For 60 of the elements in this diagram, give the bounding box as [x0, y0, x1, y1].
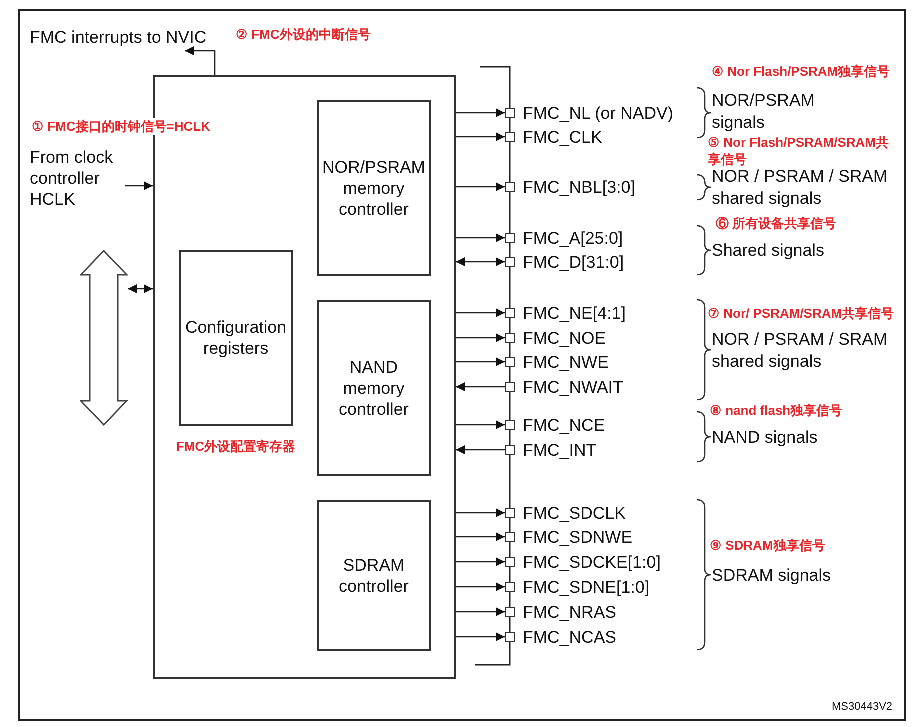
- pin-name: FMC_D[31:0]: [523, 252, 624, 272]
- group-label: NOR / PSRAM / SRAM shared signals: [712, 329, 889, 373]
- pin-name: FMC_NCAS: [523, 626, 617, 648]
- pin-name: FMC_SDNE[1:0]: [523, 576, 650, 598]
- controller-box: NOR/PSRAM memory controller: [317, 100, 431, 276]
- pin-name: FMC_SDNWE: [523, 526, 633, 548]
- group-label: NAND signals: [712, 427, 819, 449]
- arrow: [456, 420, 505, 430]
- group-label: Shared signals: [712, 240, 826, 262]
- arrow: [456, 182, 505, 192]
- annotation-note: FMC外设配置寄存器: [175, 438, 297, 455]
- pin-name: FMC_NL (or NADV): [523, 102, 674, 124]
- pin-name: FMC_SDCLK: [523, 502, 626, 524]
- annotation-note: ⑤ Nor Flash/PSRAM/SRAM共享信号: [708, 134, 890, 168]
- annotation-note: ⑦ Nor/ PSRAM/SRAM共享信号: [708, 305, 896, 322]
- arrow: [456, 608, 505, 616]
- figure-code: MS30443V2: [832, 700, 894, 714]
- arrow: [456, 132, 505, 142]
- arrow: [456, 108, 505, 118]
- peripheral-block: [153, 75, 456, 679]
- arrow: [456, 382, 505, 392]
- arrow: [456, 532, 505, 542]
- annotation-note: ⑥ 所有设备共享信号: [716, 215, 838, 232]
- pin-name: FMC_NWAIT: [523, 376, 624, 398]
- arrow: [128, 284, 153, 294]
- pin-name: FMC_NRAS: [523, 602, 617, 622]
- arrow: [185, 46, 216, 75]
- pin-name: FMC_NCE: [523, 414, 606, 436]
- pin-name: FMC_INT: [523, 440, 597, 460]
- arrow: [456, 558, 505, 566]
- controller-box: Configuration registers: [179, 250, 293, 426]
- pin-name: FMC_NBL[3:0]: [523, 176, 636, 198]
- annotation-note: ⑧ nand flash独享信号: [710, 402, 844, 419]
- group-label: NOR / PSRAM / SRAM shared signals: [712, 166, 889, 210]
- annotation-note: ② FMC外设的中断信号: [236, 26, 372, 43]
- arrow: [456, 334, 505, 342]
- pin-name: FMC_NOE: [523, 328, 606, 348]
- arrow: [456, 582, 505, 592]
- pin-name: FMC_A[25:0]: [523, 228, 624, 248]
- arrow: [456, 632, 505, 642]
- arrow: [456, 358, 505, 366]
- annotation-note: ⑨ SDRAM独享信号: [710, 537, 826, 554]
- controller-box: NAND memory controller: [317, 300, 431, 476]
- group-label: NOR/PSRAM signals: [712, 90, 816, 134]
- annotation-note: ④ Nor Flash/PSRAM独享信号: [712, 63, 892, 80]
- bus-arrow: [80, 250, 128, 426]
- pin-name: FMC_SDCKE[1:0]: [523, 552, 661, 572]
- arrow: [456, 258, 505, 266]
- group-label: SDRAM signals: [712, 565, 832, 587]
- arrow: [456, 508, 505, 518]
- arrow: [456, 234, 505, 242]
- arrow: [456, 446, 505, 454]
- pin-name: FMC_NWE: [523, 352, 609, 372]
- controller-box: SDRAM controller: [317, 500, 431, 651]
- arrow: [456, 308, 505, 318]
- signal-text: FMC interrupts to NVIC: [30, 27, 220, 49]
- pin-name: FMC_NE[4:1]: [523, 302, 626, 324]
- arrow: [125, 182, 153, 190]
- signal-text: From clock controller HCLK: [30, 147, 125, 213]
- pin-name: FMC_CLK: [523, 126, 602, 148]
